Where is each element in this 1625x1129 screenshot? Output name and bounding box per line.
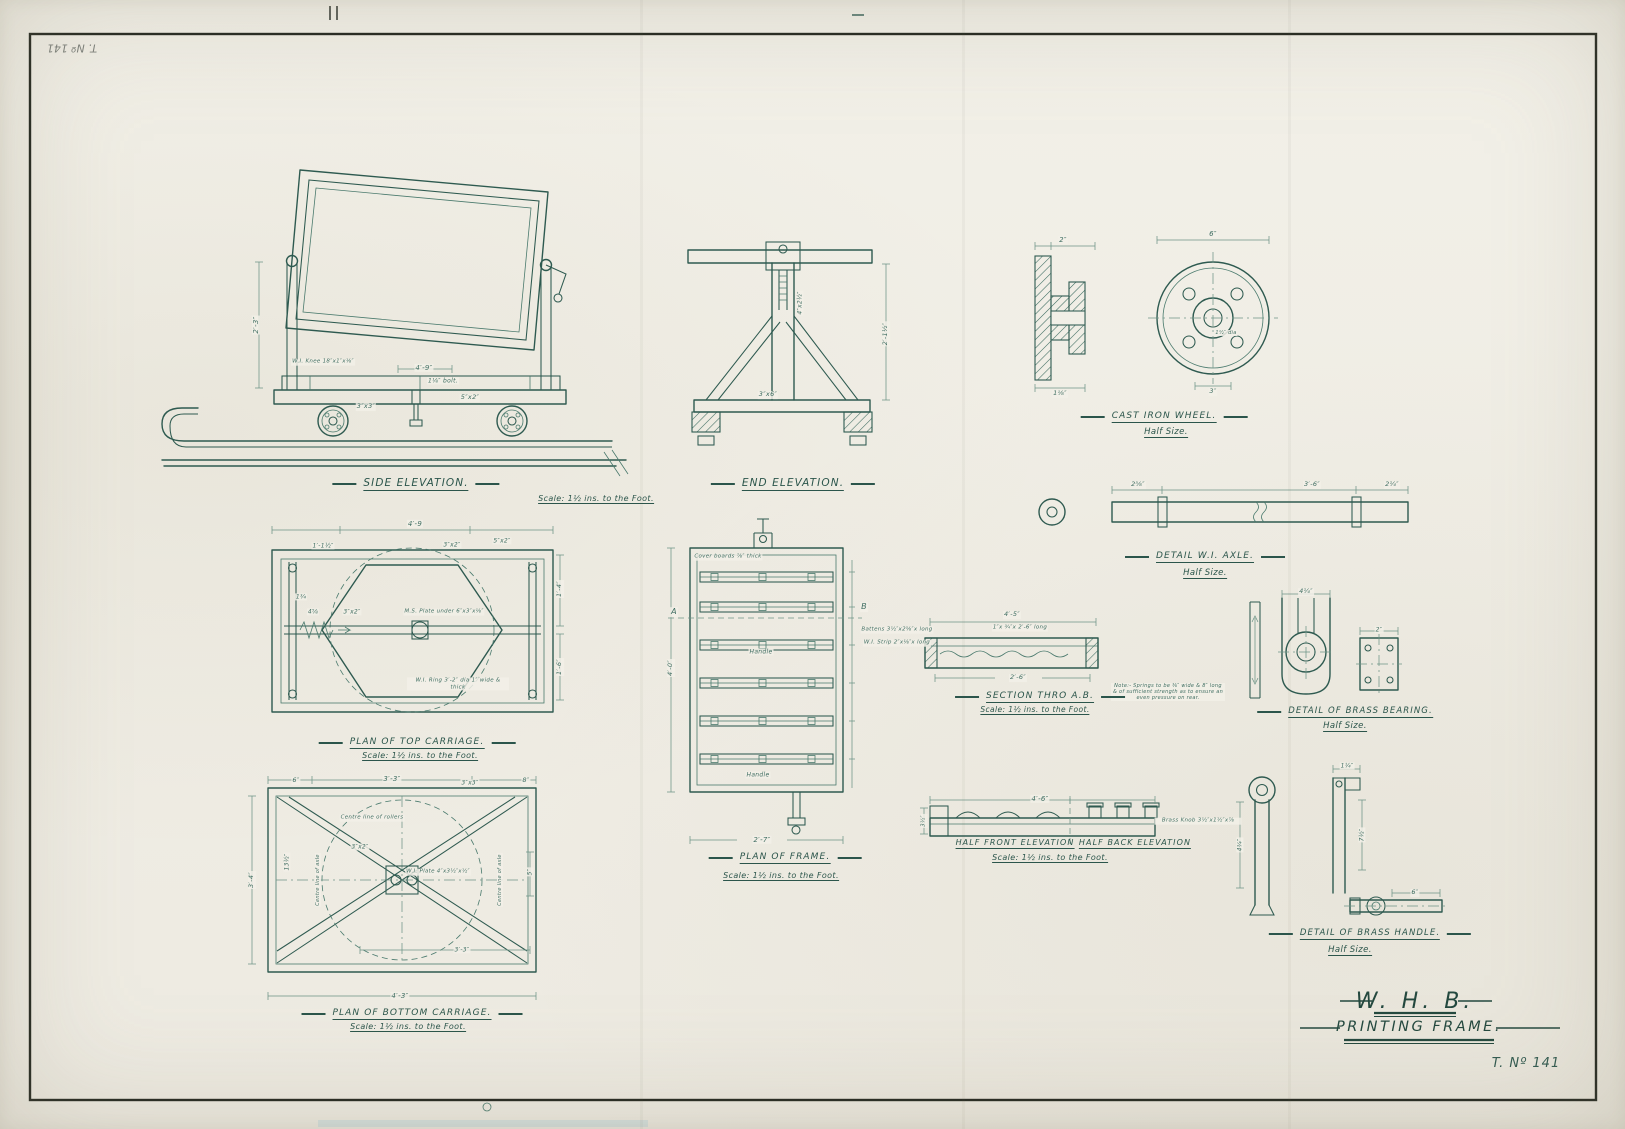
caption-text: HALF BACK ELEVATION: [1078, 838, 1192, 849]
caption-dash: [498, 1013, 523, 1015]
caption-cast-iron-wheel: CAST IRON WHEEL.: [1080, 411, 1248, 423]
caption-top-carriage: PLAN OF TOP CARRIAGE.: [318, 737, 516, 749]
fold-crease: [962, 0, 965, 1129]
caption-side-elevation: SIDE ELEVATION.: [332, 477, 500, 491]
caption-text: PLAN OF BOTTOM CARRIAGE.: [332, 1008, 492, 1020]
caption-dash: [955, 696, 980, 698]
bottom-carriage-drawing: [248, 776, 537, 1000]
edge-circle-mark: [482, 1102, 492, 1112]
fold-crease: [1288, 0, 1291, 1129]
brass-handle-drawing: [1236, 765, 1448, 916]
scale-section-ab: Scale: 1½ ins. to the Foot.: [980, 705, 1090, 715]
title-name: PRINTING FRAME.: [1336, 1019, 1502, 1035]
caption-dash: [1080, 416, 1105, 418]
caption-dash: [837, 857, 862, 859]
caption-text: DETAIL OF BRASS HANDLE.: [1299, 928, 1441, 940]
caption-section-ab: SECTION THRO A.B.: [955, 691, 1125, 703]
caption-dash: [710, 483, 735, 485]
caption-dash: [1100, 696, 1125, 698]
caption-text: PLAN OF FRAME.: [739, 852, 831, 864]
caption-wi-axle: DETAIL W.I. AXLE.: [1125, 551, 1285, 563]
caption-dash: [301, 1013, 326, 1015]
caption-brass-bearing: DETAIL OF BRASS BEARING.: [1257, 706, 1433, 718]
caption-dash: [475, 483, 500, 485]
caption-dash: [1223, 416, 1248, 418]
caption-dash: [1125, 556, 1150, 558]
scale-bottom-carriage: Scale: 1½ ins. to the Foot.: [350, 1022, 466, 1032]
caption-dash: [1447, 933, 1472, 935]
caption-dash: [318, 742, 343, 744]
caption-text: SIDE ELEVATION.: [363, 477, 469, 491]
drawing-number: T. Nº 141: [1491, 1056, 1561, 1071]
section-ab-drawing: [924, 618, 1099, 682]
end-elevation-drawing: [687, 241, 890, 446]
cast-iron-wheel-drawing: [1034, 236, 1278, 392]
scale-side-elevation: Scale: 1½ ins. to the Foot.: [538, 494, 654, 504]
title-rules: [1300, 1000, 1560, 1044]
caption-end-elevation: END ELEVATION.: [710, 477, 876, 491]
caption-dash: [1260, 556, 1285, 558]
scale-top-carriage: Scale: 1½ ins. to the Foot.: [362, 751, 478, 761]
scale-half-elevations: Scale: 1½ ins. to the Foot.: [992, 853, 1108, 863]
caption-text: END ELEVATION.: [741, 477, 845, 491]
caption-dash: [332, 483, 357, 485]
corner-note: T. Nº 141: [46, 41, 98, 55]
caption-text: CAST IRON WHEEL.: [1111, 411, 1217, 423]
edge-mark: [329, 6, 338, 20]
scale-brass-bearing: Half Size.: [1323, 721, 1367, 732]
caption-dash: [1268, 933, 1293, 935]
fold-crease: [640, 0, 643, 1129]
scale-plan-of-frame: Scale: 1½ ins. to the Foot.: [723, 871, 839, 881]
top-carriage-drawing: [271, 526, 564, 713]
caption-text: DETAIL OF BRASS BEARING.: [1288, 706, 1433, 718]
caption-half-front-elevation: HALF FRONT ELEVATION: [955, 838, 1075, 849]
plan-of-frame-drawing: [667, 518, 862, 844]
caption-dash: [1257, 711, 1282, 713]
caption-text: DETAIL W.I. AXLE.: [1156, 551, 1254, 563]
brass-bearing-drawing: [1249, 590, 1402, 699]
caption-half-back-elevation: HALF BACK ELEVATION: [1078, 838, 1192, 849]
scale-brass-handle: Half Size.: [1328, 945, 1372, 956]
caption-plan-of-frame: PLAN OF FRAME.: [708, 852, 862, 864]
caption-brass-handle: DETAIL OF BRASS HANDLE.: [1268, 928, 1472, 940]
caption-text: SECTION THRO A.B.: [986, 691, 1094, 703]
caption-text: PLAN OF TOP CARRIAGE.: [349, 737, 485, 749]
edge-stain: [318, 1120, 648, 1127]
caption-dash: [708, 857, 733, 859]
caption-dash: [491, 742, 516, 744]
title-initials: W. H. B.: [1355, 989, 1475, 1014]
scale-wi-axle: Half Size.: [1183, 568, 1227, 579]
wi-axle-drawing: [1038, 486, 1409, 528]
sheet-border: [28, 32, 1598, 1102]
caption-dash: [851, 483, 876, 485]
scale-cast-iron-wheel: Half Size.: [1144, 427, 1188, 438]
caption-text: HALF FRONT ELEVATION: [955, 838, 1075, 849]
caption-bottom-carriage: PLAN OF BOTTOM CARRIAGE.: [301, 1008, 523, 1020]
side-elevation-drawing: [161, 169, 629, 477]
